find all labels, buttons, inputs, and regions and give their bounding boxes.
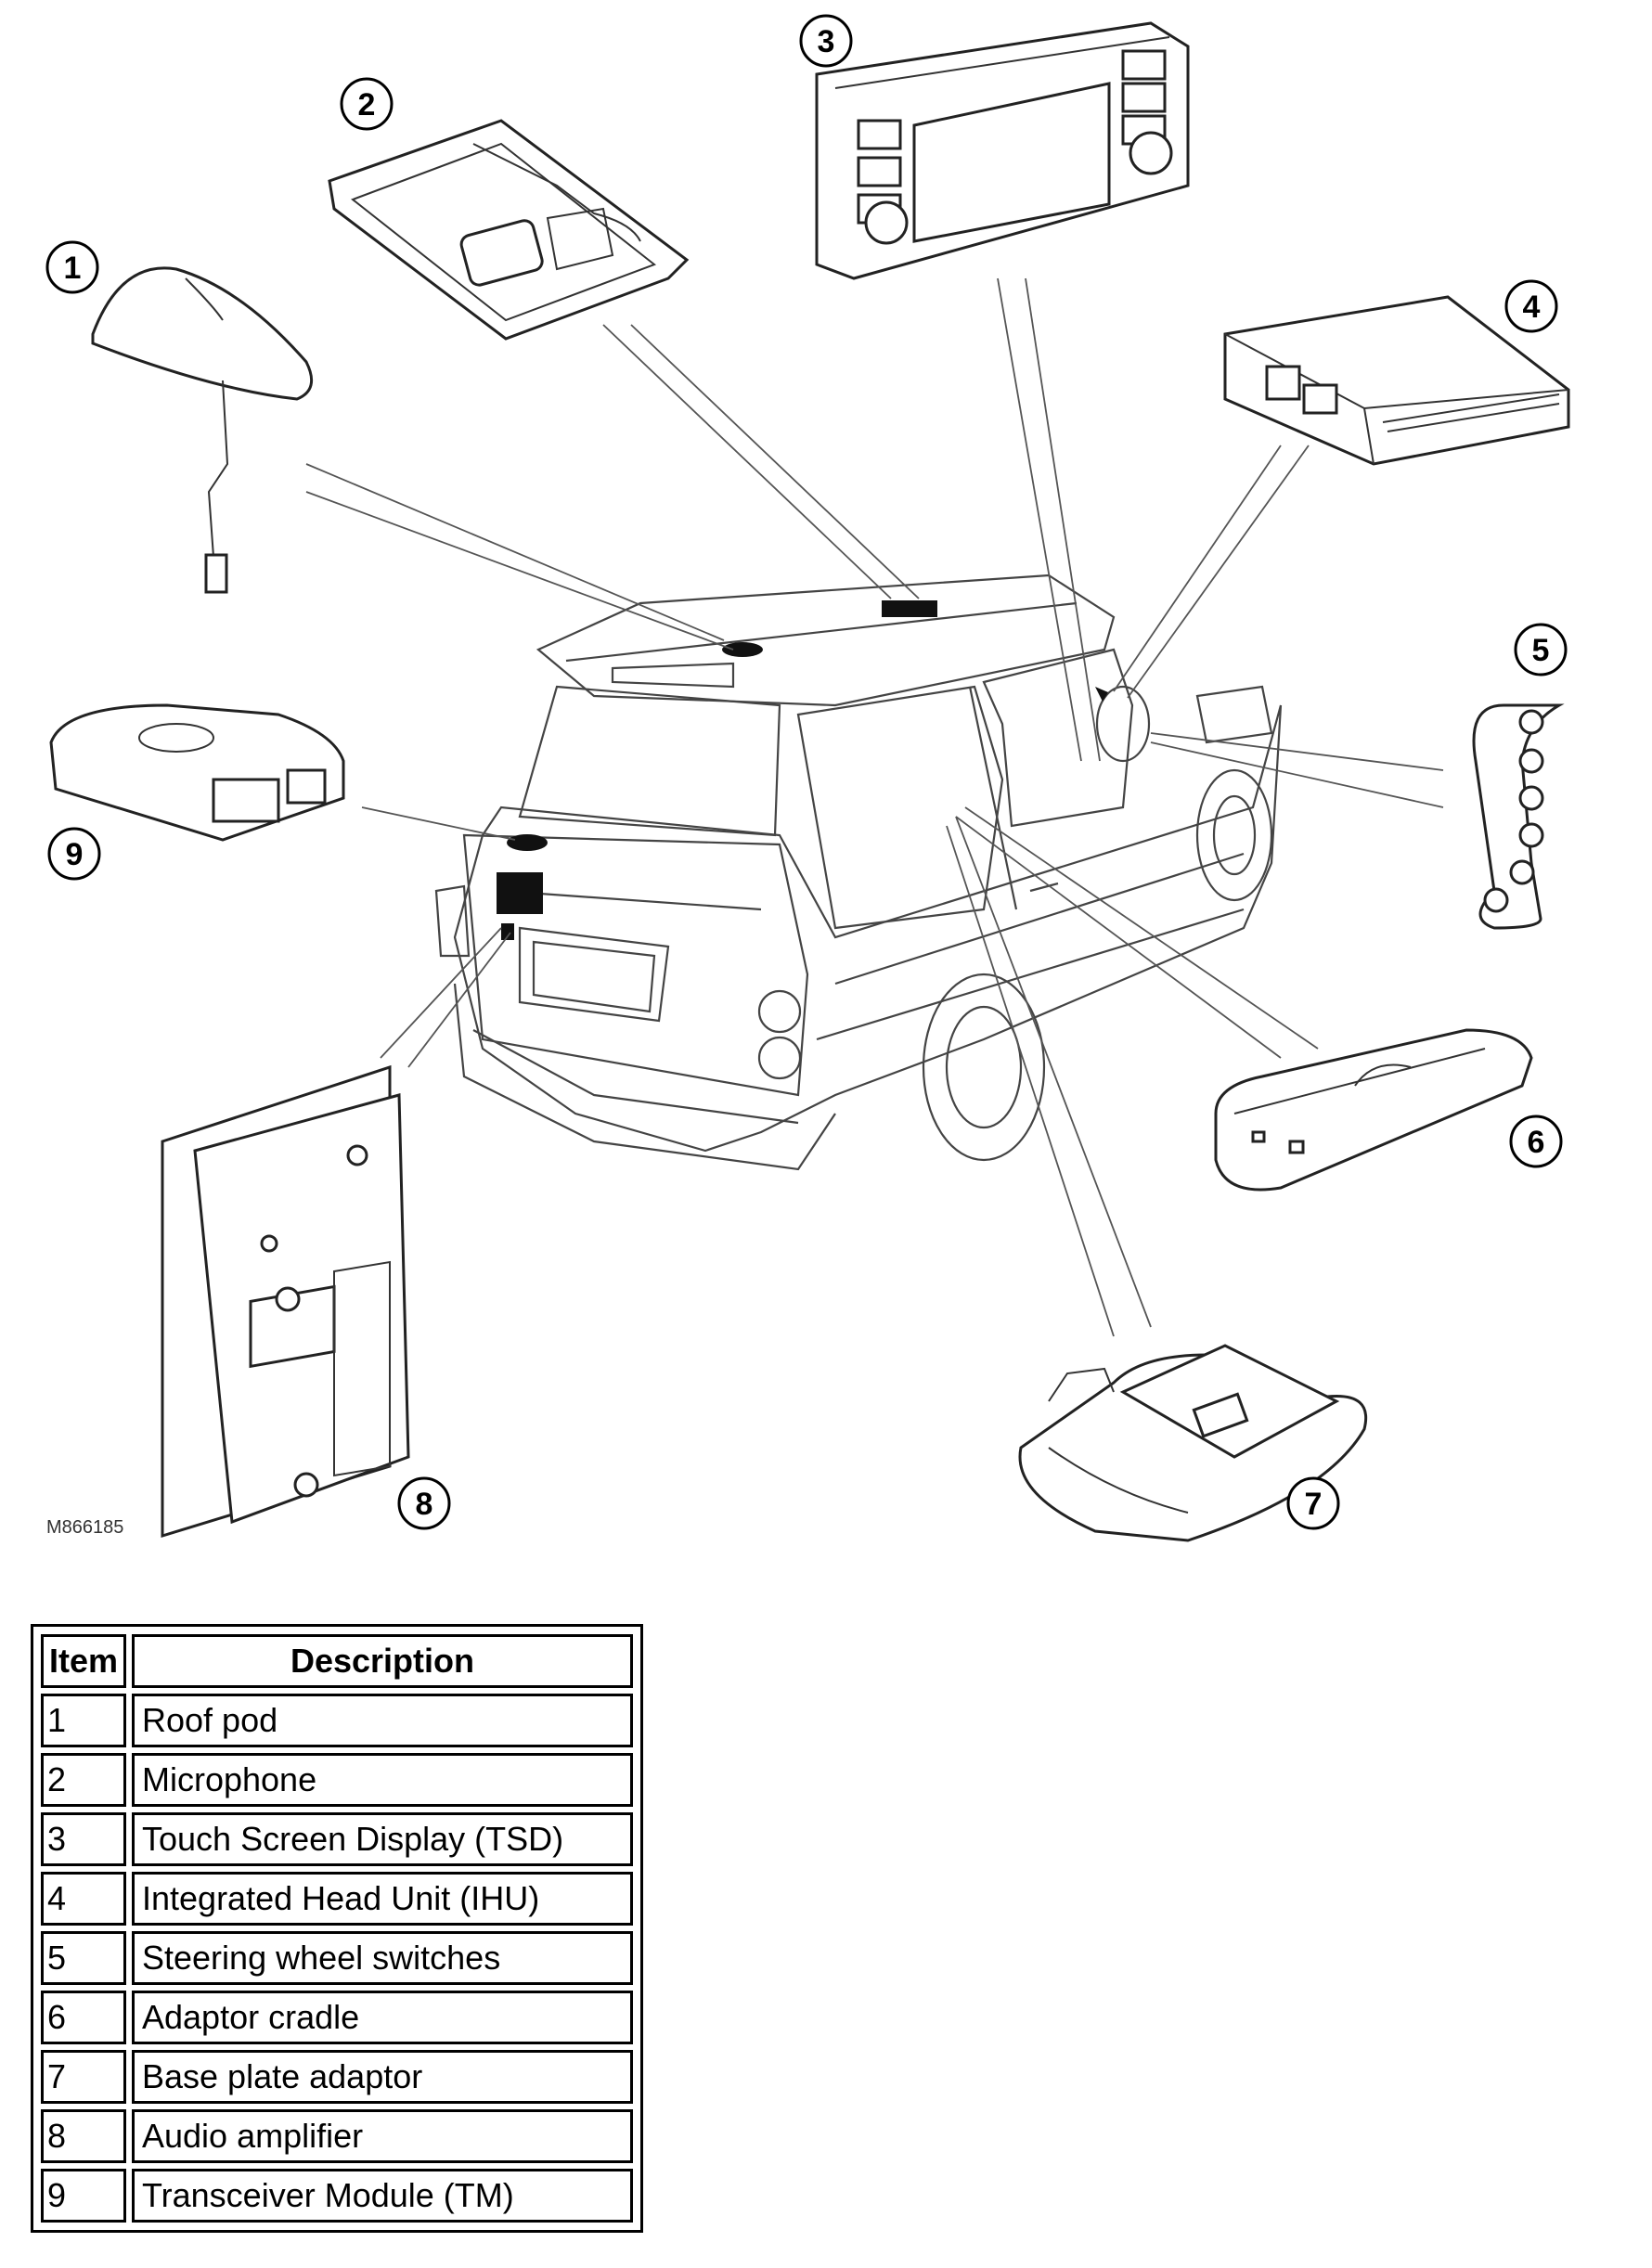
item-number-cell: 6 bbox=[41, 1991, 126, 2044]
transceiver-module-part bbox=[49, 703, 345, 842]
callout-7: 7 bbox=[1286, 1476, 1340, 1530]
table-row: 9 Transceiver Module (TM) bbox=[41, 2169, 633, 2223]
table-row: 8 Audio amplifier bbox=[41, 2109, 633, 2163]
item-column-header: Item bbox=[41, 1634, 126, 1688]
table-header-row: Item Description bbox=[41, 1634, 633, 1688]
svg-text:7: 7 bbox=[1305, 1487, 1323, 1522]
svg-text:1: 1 bbox=[64, 251, 82, 286]
item-number-cell: 8 bbox=[41, 2109, 126, 2163]
table-row: 4 Integrated Head Unit (IHU) bbox=[41, 1872, 633, 1926]
table-row: 1 Roof pod bbox=[41, 1694, 633, 1747]
svg-text:8: 8 bbox=[416, 1487, 433, 1522]
callout-6: 6 bbox=[1509, 1115, 1563, 1168]
table-row: 7 Base plate adaptor bbox=[41, 2050, 633, 2104]
figure-code: M866185 bbox=[46, 1517, 123, 1538]
svg-text:9: 9 bbox=[66, 837, 84, 872]
description-cell: Adaptor cradle bbox=[132, 1991, 633, 2044]
svg-text:4: 4 bbox=[1523, 290, 1541, 325]
touch-screen-display-part bbox=[815, 21, 1190, 280]
item-number-cell: 7 bbox=[41, 2050, 126, 2104]
callout-8: 8 bbox=[397, 1476, 451, 1530]
integrated-head-unit-part bbox=[1223, 295, 1570, 466]
callout-9: 9 bbox=[47, 827, 101, 881]
description-cell: Integrated Head Unit (IHU) bbox=[132, 1872, 633, 1926]
item-number-cell: 3 bbox=[41, 1812, 126, 1866]
table-row: 3 Touch Screen Display (TSD) bbox=[41, 1812, 633, 1866]
callout-5: 5 bbox=[1514, 623, 1568, 677]
item-number-cell: 2 bbox=[41, 1753, 126, 1807]
roof-pod-part bbox=[91, 266, 314, 594]
description-cell: Microphone bbox=[132, 1753, 633, 1807]
description-cell: Transceiver Module (TM) bbox=[132, 2169, 633, 2223]
audio-amplifier-part bbox=[161, 1064, 410, 1539]
description-cell: Base plate adaptor bbox=[132, 2050, 633, 2104]
callout-4: 4 bbox=[1504, 279, 1558, 333]
table-row: 2 Microphone bbox=[41, 1753, 633, 1807]
callout-1: 1 bbox=[45, 240, 99, 294]
item-number-cell: 9 bbox=[41, 2169, 126, 2223]
component-location-diagram: 1 2 3 4 5 6 7 8 9 M866185 bbox=[45, 14, 1570, 1542]
item-description-table: Item Description 1 Roof pod 2 Microphone… bbox=[31, 1624, 643, 2233]
microphone-part bbox=[328, 119, 690, 341]
item-number-cell: 1 bbox=[41, 1694, 126, 1747]
table-row: 5 Steering wheel switches bbox=[41, 1931, 633, 1985]
callout-3: 3 bbox=[799, 14, 853, 68]
item-number-cell: 5 bbox=[41, 1931, 126, 1985]
steering-wheel-switches-part bbox=[1472, 703, 1565, 930]
item-number-cell: 4 bbox=[41, 1872, 126, 1926]
base-plate-adaptor-part bbox=[1018, 1344, 1367, 1542]
svg-text:5: 5 bbox=[1532, 633, 1550, 668]
svg-text:2: 2 bbox=[358, 87, 376, 122]
vehicle-outline bbox=[434, 573, 1283, 1171]
table-row: 6 Adaptor cradle bbox=[41, 1991, 633, 2044]
svg-text:6: 6 bbox=[1528, 1125, 1545, 1160]
description-cell: Touch Screen Display (TSD) bbox=[132, 1812, 633, 1866]
leader-lines bbox=[305, 277, 1444, 1337]
description-column-header: Description bbox=[132, 1634, 633, 1688]
svg-text:3: 3 bbox=[818, 24, 835, 59]
adaptor-cradle-part bbox=[1214, 1028, 1533, 1192]
description-cell: Steering wheel switches bbox=[132, 1931, 633, 1985]
description-cell: Audio amplifier bbox=[132, 2109, 633, 2163]
description-cell: Roof pod bbox=[132, 1694, 633, 1747]
callout-2: 2 bbox=[340, 77, 394, 131]
